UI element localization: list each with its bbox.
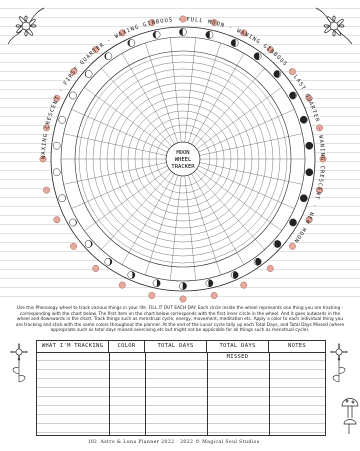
wheel-center-label: TRACKER bbox=[171, 164, 195, 170]
moon-phase-icon bbox=[206, 280, 213, 287]
rose-flower-icon bbox=[241, 282, 247, 288]
moon-phase-icon bbox=[179, 28, 186, 35]
rose-flower-icon bbox=[119, 282, 125, 288]
rose-flower-icon bbox=[149, 292, 155, 298]
wheel-center-label: WHEEL bbox=[175, 157, 192, 163]
rose-flower-icon bbox=[267, 265, 273, 271]
rose-flower-icon bbox=[289, 243, 295, 249]
moon-phase-icon bbox=[231, 39, 238, 46]
header-notes: NOTES bbox=[269, 341, 325, 352]
rose-flower-icon bbox=[211, 292, 217, 298]
moon-phase-icon bbox=[53, 142, 60, 149]
rose-flower-icon bbox=[43, 187, 49, 193]
header-total-days-missed: TOTAL DAYS MISSED bbox=[207, 341, 269, 352]
wheel-center-label: MOON bbox=[176, 150, 189, 156]
side-flower-icon bbox=[322, 336, 356, 386]
moon-phase-icon bbox=[85, 240, 92, 247]
header-total-days: TOTAL DAYS bbox=[145, 341, 207, 352]
moon-phase-icon bbox=[306, 169, 313, 176]
rose-flower-icon bbox=[180, 296, 186, 302]
moon-phase-icon bbox=[153, 280, 160, 287]
rose-flower-icon bbox=[93, 265, 99, 271]
moon-phase-icon bbox=[206, 31, 213, 38]
moon-phase-icon bbox=[59, 116, 66, 123]
instructions-text: Use this Phenology wheel to track variou… bbox=[14, 306, 346, 334]
moon-phase-icon bbox=[59, 195, 66, 202]
moon-phase-icon bbox=[128, 271, 135, 278]
mushroom-icon bbox=[338, 392, 360, 438]
moon-phase-icon bbox=[300, 116, 307, 123]
rose-flower-icon bbox=[70, 243, 76, 249]
moon-phase-icon bbox=[254, 258, 261, 265]
moon-phase-icon bbox=[306, 142, 313, 149]
moon-phase-icon bbox=[274, 240, 281, 247]
moon-phase-icon bbox=[69, 219, 76, 226]
page-footer: 102 Astro & Luna Planner 2022 · 2022 © M… bbox=[0, 438, 360, 448]
rose-flower-icon bbox=[54, 217, 60, 223]
header-color: COLOR bbox=[109, 341, 145, 352]
header-what-tracking: WHAT I'M TRACKING bbox=[37, 341, 109, 352]
moon-phase-icon bbox=[128, 39, 135, 46]
moon-phase-icon bbox=[300, 195, 307, 202]
moon-phase-icon bbox=[231, 271, 238, 278]
moon-phase-icon bbox=[179, 282, 186, 289]
moon-phase-icon bbox=[53, 169, 60, 176]
moon-phase-icon bbox=[105, 258, 112, 265]
table-body[interactable] bbox=[37, 352, 325, 435]
moon-wheel: WAXING CRESCENT · FIRST QUARTER · WAXING… bbox=[38, 14, 328, 304]
moon-phase-icon bbox=[274, 70, 281, 77]
moon-phase-icon bbox=[289, 92, 296, 99]
copyright-text: Astro & Luna Planner 2022 · 2022 © Magic… bbox=[0, 440, 360, 445]
moon-phase-icon bbox=[85, 70, 92, 77]
moon-phase-icon bbox=[289, 219, 296, 226]
moon-phase-icon bbox=[69, 92, 76, 99]
moon-phase-icon bbox=[254, 53, 261, 60]
moon-phase-icon bbox=[105, 53, 112, 60]
moon-phase-icon bbox=[153, 31, 160, 38]
side-flower-icon bbox=[2, 336, 36, 386]
tracking-table: WHAT I'M TRACKING COLOR TOTAL DAYS TOTAL… bbox=[36, 340, 326, 436]
